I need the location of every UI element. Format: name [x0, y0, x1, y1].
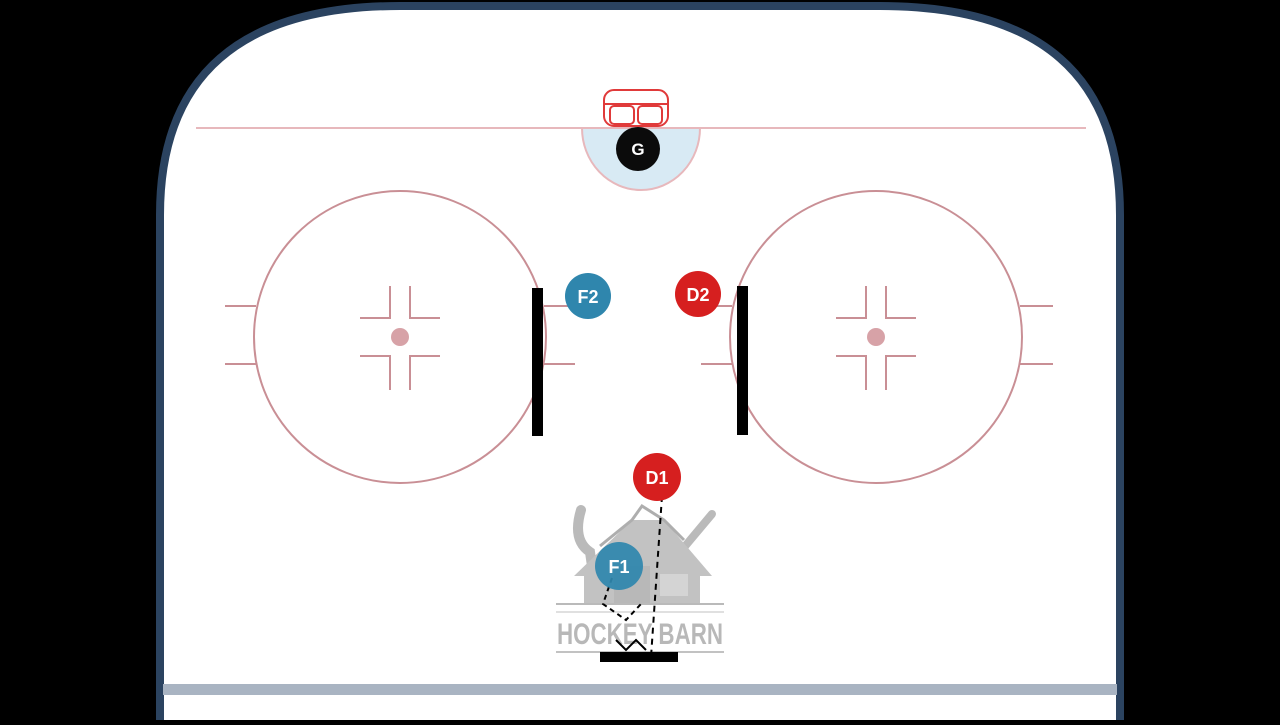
player-label-f2: F2 [577, 287, 598, 307]
player-defense-1[interactable]: D1 [633, 453, 681, 501]
logo-text: HOCKEY BARN [557, 618, 723, 651]
d1-pass-path [650, 495, 663, 658]
puck-pile [600, 652, 678, 662]
player-label-d2: D2 [686, 285, 709, 305]
player-forward-2[interactable]: F2 [565, 273, 611, 319]
f1-pivot-path [615, 638, 647, 652]
f1-skate-path [601, 577, 642, 622]
blue-line [163, 684, 1117, 695]
player-label-goalie: G [631, 140, 644, 159]
drill-paths [601, 495, 663, 658]
faceoff-circle-left [225, 190, 575, 484]
faceoff-dot-left [391, 328, 409, 346]
player-defense-2[interactable]: D2 [675, 271, 721, 317]
player-label-d1: D1 [645, 468, 668, 488]
player-label-f1: F1 [608, 557, 629, 577]
faceoff-dot-right [867, 328, 885, 346]
barrier-left [532, 288, 543, 436]
player-forward-1[interactable]: F1 [595, 542, 643, 590]
barrier-right [737, 286, 748, 435]
goal-net [603, 89, 669, 127]
player-goalie[interactable]: G [616, 127, 660, 171]
faceoff-circle-right [701, 190, 1053, 484]
rink-surface [156, 1, 1124, 725]
